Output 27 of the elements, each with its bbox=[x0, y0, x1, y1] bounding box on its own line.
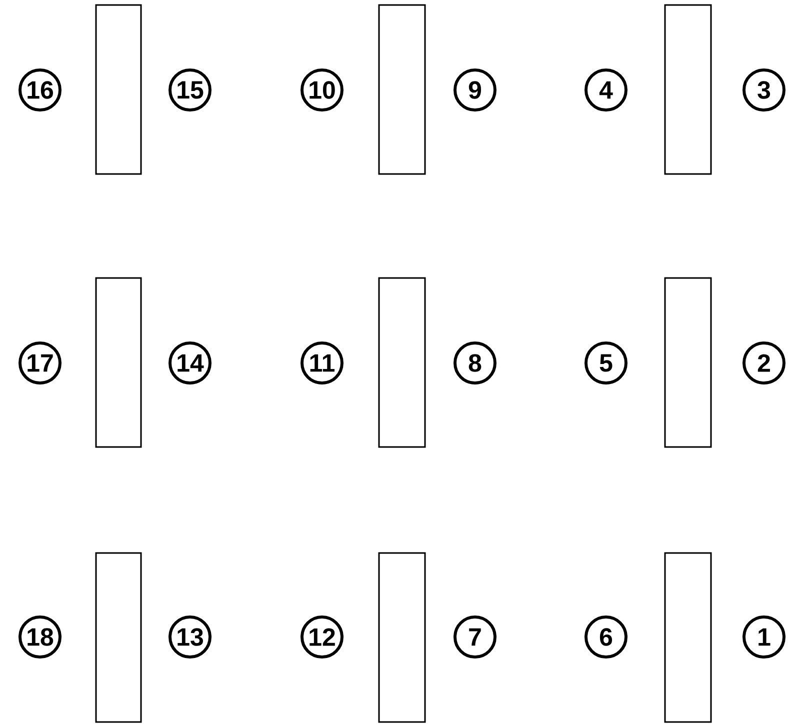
callout-number: 11 bbox=[300, 342, 344, 384]
callout-number: 18 bbox=[18, 616, 62, 658]
callout-number: 12 bbox=[300, 616, 344, 658]
callout-number: 8 bbox=[454, 342, 496, 384]
callout-number: 3 bbox=[742, 68, 786, 112]
slot-rectangle bbox=[378, 277, 426, 448]
slot-rectangle bbox=[664, 277, 712, 448]
slot-rectangle bbox=[378, 4, 426, 175]
callout-number: 4 bbox=[584, 68, 628, 112]
callout-number: 13 bbox=[168, 616, 212, 658]
callout-number: 17 bbox=[18, 342, 62, 384]
callout-number: 7 bbox=[454, 616, 496, 658]
callout-number: 14 bbox=[168, 342, 212, 384]
callout-number: 9 bbox=[454, 68, 496, 112]
callout-number: 6 bbox=[584, 616, 628, 658]
slot-rectangle bbox=[664, 4, 712, 175]
callout-number: 2 bbox=[742, 342, 786, 384]
slot-rectangle bbox=[95, 277, 142, 448]
slot-rectangle bbox=[664, 552, 712, 723]
callout-number: 1 bbox=[742, 616, 786, 658]
slot-rectangle bbox=[378, 552, 426, 723]
callout-number: 10 bbox=[300, 68, 344, 112]
slot-rectangle bbox=[95, 552, 142, 723]
callout-number: 5 bbox=[584, 342, 628, 384]
callout-number: 16 bbox=[18, 68, 62, 112]
callout-number: 15 bbox=[168, 68, 212, 112]
slot-rectangle bbox=[95, 4, 142, 175]
